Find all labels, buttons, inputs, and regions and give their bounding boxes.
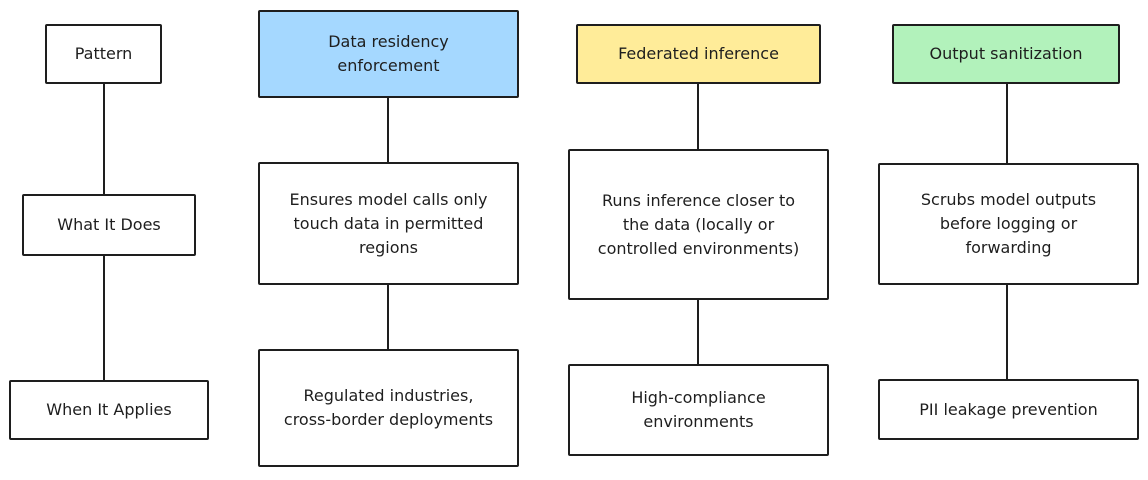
federated-inference-what-box: Runs inference closer to the data (local… (568, 149, 829, 300)
federated-inference-when-box: High-compliance environments (568, 364, 829, 456)
what-it-does-label-box: What It Does (22, 194, 196, 256)
connector-sanitization-header-to-what (1006, 84, 1008, 164)
data-residency-header-box: Data residency enforcement (258, 10, 519, 98)
output-sanitization-what-box: Scrubs model outputs before logging or f… (878, 163, 1139, 285)
pattern-label-box: Pattern (45, 24, 162, 84)
output-sanitization-when-box: PII leakage prevention (878, 379, 1139, 440)
connector-sanitization-what-to-when (1006, 284, 1008, 380)
connector-residency-what-to-when (387, 284, 389, 350)
data-residency-what-box: Ensures model calls only touch data in p… (258, 162, 519, 285)
output-sanitization-header-box: Output sanitization (892, 24, 1120, 84)
connector-federated-header-to-what (697, 84, 699, 150)
connector-federated-what-to-when (697, 299, 699, 365)
connector-what-to-when (103, 255, 105, 380)
data-residency-when-box: Regulated industries, cross-border deplo… (258, 349, 519, 467)
when-it-applies-label-box: When It Applies (9, 380, 209, 440)
connector-pattern-to-what (103, 84, 105, 196)
connector-residency-header-to-what (387, 97, 389, 163)
federated-inference-header-box: Federated inference (576, 24, 821, 84)
